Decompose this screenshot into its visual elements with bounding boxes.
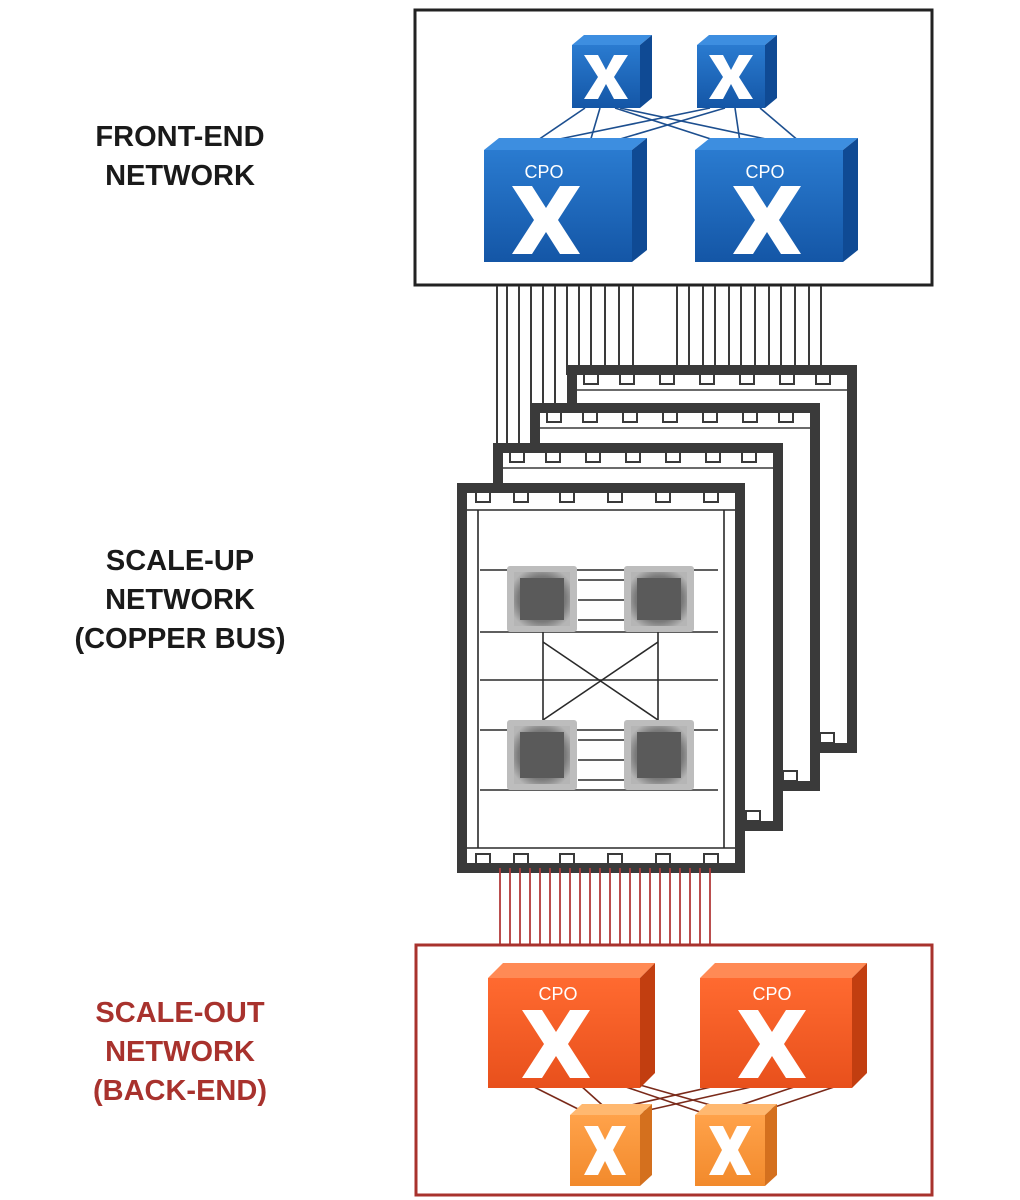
front-end-cpo-switch-left: CPO: [484, 138, 647, 262]
crossbar-x-icon: [709, 1126, 751, 1175]
scale-up-network-label: SCALE-UP NETWORK (COPPER BUS): [0, 542, 360, 659]
scale-out-cpo-switch-right: CPO: [700, 963, 867, 1088]
scale-up-label-line1: SCALE-UP: [105, 545, 255, 577]
front-end-label-line1: FRONT-END: [95, 121, 265, 153]
crossbar-x-icon: [512, 186, 580, 254]
scale-out-label-line1: SCALE-OUT: [95, 997, 265, 1029]
cpo-label: CPO: [752, 984, 791, 1004]
copper-bus-board-1: [457, 483, 745, 873]
scale-out-cpo-switch-left: CPO: [488, 963, 655, 1088]
gpu-chip-icon: [624, 566, 694, 632]
scale-up-label-line2: NETWORK: [105, 584, 255, 616]
crossbar-x-icon: [584, 1126, 626, 1175]
front-end-interconnects: [534, 107, 801, 143]
crossbar-x-icon: [738, 1010, 806, 1078]
front-end-fiber-bundle: [496, 286, 822, 455]
scale-out-label-line2: NETWORK: [105, 1036, 255, 1068]
crossbar-x-icon: [709, 55, 753, 99]
front-end-label-line2: NETWORK: [105, 160, 255, 192]
cpo-label: CPO: [524, 162, 563, 182]
scale-out-small-switch-right: [695, 1104, 777, 1186]
scale-out-label-line3: (BACK-END): [93, 1075, 267, 1107]
scale-up-label-line3: (COPPER BUS): [74, 623, 286, 655]
front-end-cpo-switch-right: CPO: [695, 138, 858, 262]
gpu-chip-icon: [507, 720, 577, 790]
scale-out-fiber-bundle: [499, 868, 711, 944]
front-end-small-switch-right: [697, 35, 777, 108]
crossbar-x-icon: [522, 1010, 590, 1078]
crossbar-x-icon: [584, 55, 628, 99]
gpu-chip-icon: [624, 720, 694, 790]
gpu-chip-icon: [507, 566, 577, 632]
scale-out-small-switch-left: [570, 1104, 652, 1186]
crossbar-x-icon: [733, 186, 801, 254]
cpo-label: CPO: [538, 984, 577, 1004]
scale-out-network-label: SCALE-OUT NETWORK (BACK-END): [0, 994, 360, 1111]
cpo-label: CPO: [745, 162, 784, 182]
front-end-network-label: FRONT-END NETWORK: [0, 118, 360, 196]
front-end-small-switch-left: [572, 35, 652, 108]
